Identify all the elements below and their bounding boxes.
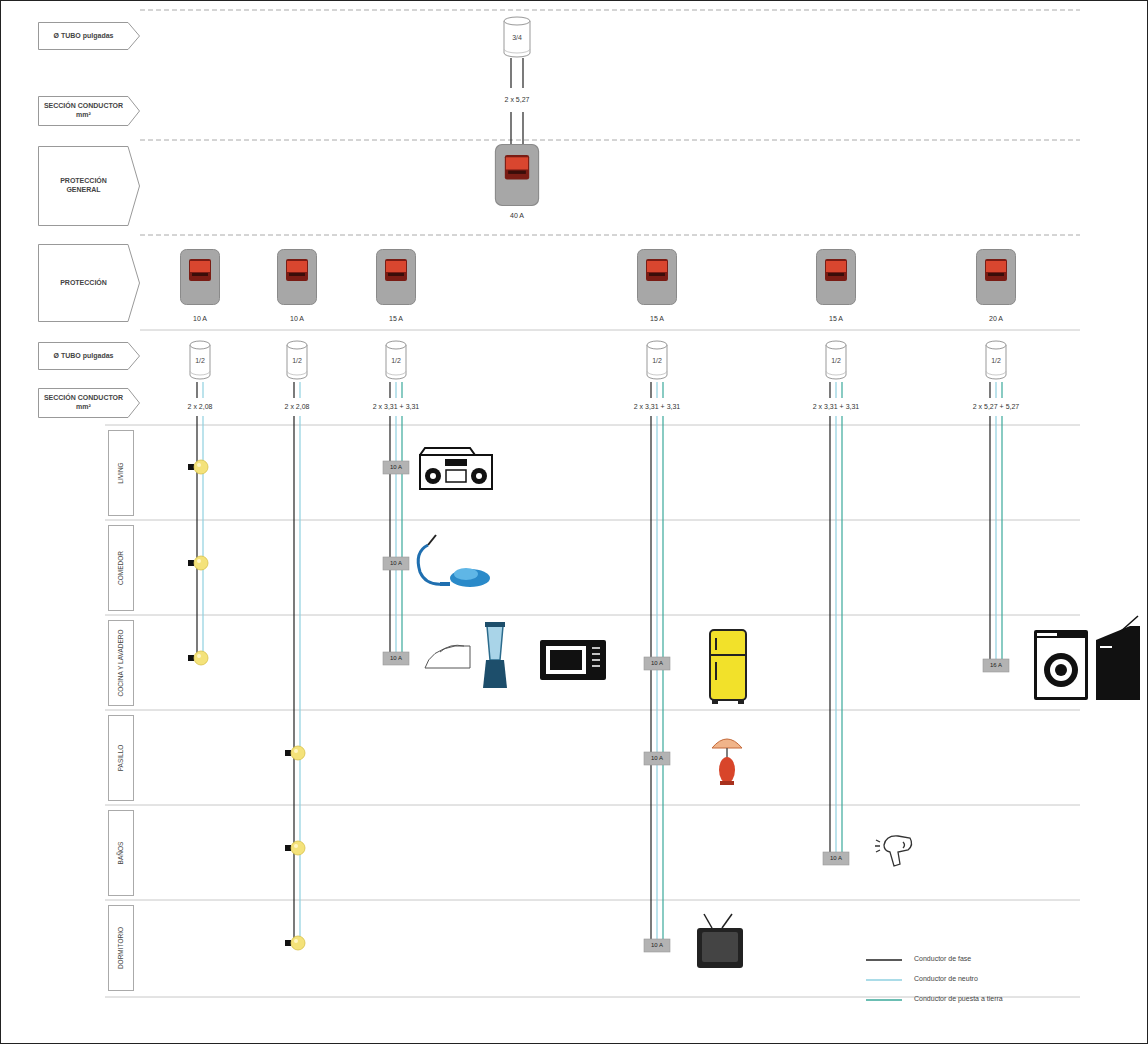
tube-top: [647, 341, 667, 349]
arrow-shape: [39, 97, 140, 126]
conductor-section: 2 x 2,08: [283, 403, 312, 411]
breaker-rating: 20 A: [987, 315, 1005, 323]
header-arrow-box: PROTECCIÓN GENERAL: [38, 146, 140, 226]
legend-text: Conductor de puesta a tierra: [914, 995, 1003, 1002]
conduit-tube: 1/2: [286, 340, 308, 380]
outlet-rating: 10 A: [388, 655, 404, 662]
outlet-rating: 10 A: [649, 660, 665, 667]
legend-line: [866, 999, 902, 1001]
tube-body: [647, 345, 667, 379]
room-name: BAÑOS: [117, 814, 125, 892]
conductor-section: 2 x 3,31 + 3,31: [811, 403, 862, 411]
room-label-box: COMEDOR: [108, 525, 134, 611]
conduit-tube: 1/2: [646, 340, 668, 380]
tube-ring: [826, 371, 846, 375]
row-heading: Ø TUBO pulgadas: [38, 29, 140, 44]
tube-body: [504, 21, 530, 57]
conductor-section: 2 x 3,31 + 3,31: [632, 403, 683, 411]
tube-top: [386, 341, 406, 349]
conduit-tube: 3/4: [503, 16, 531, 58]
arrow-shape: [39, 147, 140, 226]
arrow-shape: [39, 23, 140, 50]
tube-ring: [986, 371, 1006, 375]
breaker-rating: 10 A: [191, 315, 209, 323]
tube-size: 1/2: [991, 357, 1001, 364]
header-arrow-box: Ø TUBO pulgadas: [38, 342, 140, 370]
tube-top: [504, 17, 530, 25]
outlet-rating: 10 A: [649, 755, 665, 762]
tube-ring: [504, 49, 530, 53]
tube-body: [986, 345, 1006, 379]
tube-size: 1/2: [652, 357, 662, 364]
conductor-section: 2 x 5,27: [503, 96, 532, 104]
outlet-rating: 10 A: [828, 855, 844, 862]
tube-top: [190, 341, 210, 349]
room-label-box: LIVING: [108, 430, 134, 516]
breaker-rating: 40 A: [508, 212, 526, 220]
row-heading: PROTECCIÓN: [38, 276, 140, 291]
row-heading: SECCIÓN CONDUCTOR mm²: [38, 391, 140, 415]
legend-line: [866, 959, 902, 961]
room-name: COCINA Y LAVADERO: [117, 624, 125, 702]
tube-ring: [386, 371, 406, 375]
breaker-rating: 10 A: [288, 315, 306, 323]
tube-ring: [647, 371, 667, 375]
room-name: LIVING: [117, 434, 125, 512]
breaker-rating: 15 A: [648, 315, 666, 323]
conduit-tube: 1/2: [825, 340, 847, 380]
header-arrow-box: SECCIÓN CONDUCTOR mm²: [38, 96, 140, 126]
tube-body: [287, 345, 307, 379]
tube-size: 1/2: [195, 357, 205, 364]
conductor-section: 2 x 3,31 + 3,31: [371, 403, 422, 411]
tube-ring: [287, 371, 307, 375]
tube-top: [287, 341, 307, 349]
header-arrow-box: Ø TUBO pulgadas: [38, 22, 140, 50]
header-arrow-box: SECCIÓN CONDUCTOR mm²: [38, 388, 140, 418]
tube-size: 1/2: [292, 357, 302, 364]
room-label-box: PASILLO: [108, 715, 134, 801]
arrow-shape: [39, 389, 140, 418]
room-label-box: DORMITORIO: [108, 905, 134, 991]
room-label-box: COCINA Y LAVADERO: [108, 620, 134, 706]
legend-text: Conductor de neutro: [914, 975, 978, 982]
tube-body: [826, 345, 846, 379]
header-arrow-box: PROTECCIÓN: [38, 244, 140, 322]
conductor-section: 2 x 5,27 + 5,27: [971, 403, 1022, 411]
legend-line: [866, 979, 902, 981]
room-name: DORMITORIO: [117, 909, 125, 987]
legend-text: Conductor de fase: [914, 955, 971, 962]
conduit-tube: 1/2: [189, 340, 211, 380]
row-heading: SECCIÓN CONDUCTOR mm²: [38, 99, 140, 123]
tube-size: 1/2: [831, 357, 841, 364]
tube-size: 1/2: [391, 357, 401, 364]
conduit-tube: 1/2: [385, 340, 407, 380]
breaker-rating: 15 A: [827, 315, 845, 323]
tube-top: [826, 341, 846, 349]
tube-ring: [190, 371, 210, 375]
outlet-rating: 10 A: [388, 560, 404, 567]
tube-top: [986, 341, 1006, 349]
tube-size: 3/4: [512, 34, 522, 41]
tube-body: [190, 345, 210, 379]
outlet-rating: 10 A: [649, 942, 665, 949]
conductor-section: 2 x 2,08: [186, 403, 215, 411]
arrow-shape: [39, 343, 140, 370]
room-name: PASILLO: [117, 719, 125, 797]
room-name: COMEDOR: [117, 529, 125, 607]
room-label-box: BAÑOS: [108, 810, 134, 896]
outlet-rating: 16 A: [988, 662, 1004, 669]
conduit-tube: 1/2: [985, 340, 1007, 380]
outlet-rating: 10 A: [388, 464, 404, 471]
row-heading: PROTECCIÓN GENERAL: [38, 174, 140, 198]
row-heading: Ø TUBO pulgadas: [38, 349, 140, 364]
tube-body: [386, 345, 406, 379]
breaker-rating: 15 A: [387, 315, 405, 323]
arrow-shape: [39, 245, 140, 322]
